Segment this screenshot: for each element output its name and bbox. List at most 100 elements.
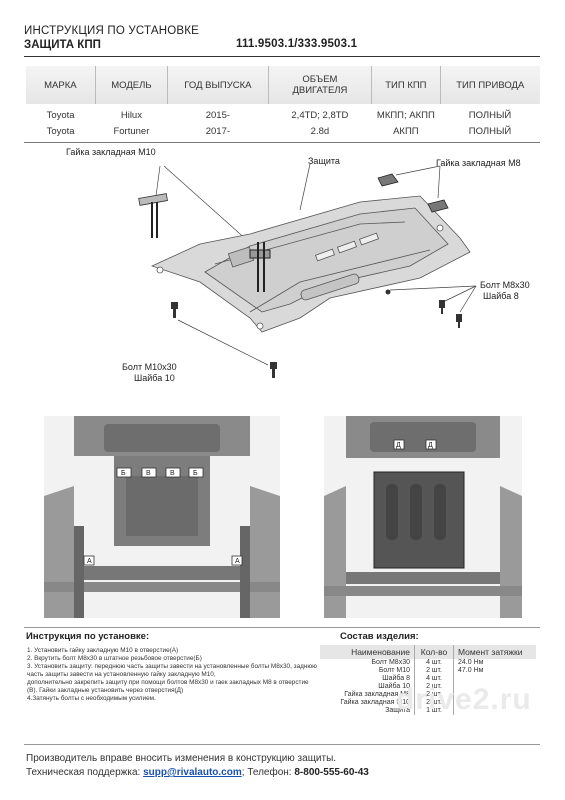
cell-torque: 47.0 Нм — [458, 667, 484, 674]
components-heading: Состав изделия: — [340, 631, 419, 642]
table-row: Гайка закладная М8 2 шт. — [320, 691, 536, 699]
leader-nut-m8-a — [395, 165, 441, 176]
cell-qty: 2 шт. — [414, 683, 454, 691]
col-qty: Кол-во — [414, 645, 454, 659]
cell-make: Toyota — [46, 109, 75, 121]
cell-qty: 2 шт. — [414, 691, 454, 699]
footer-support: Техническая поддержка: supp@rivalauto.co… — [26, 767, 369, 778]
table-row: Болт М10 2 шт. 47.0 Нм — [320, 667, 536, 675]
leader-guard — [299, 163, 311, 211]
instructions-list: 1. Установить гайку закладную М10 в отве… — [27, 647, 317, 703]
col-engine: ОБЪЕМ ДВИГАТЕЛЯ — [268, 66, 373, 104]
cell-gearbox: АКПП — [393, 125, 419, 137]
leader-nut-m10-a — [155, 165, 161, 197]
col-make: МАРКА — [26, 66, 96, 104]
callout-bolt-m10-line2: Шайба 10 — [134, 373, 175, 383]
cell-model: Hilux — [120, 109, 142, 121]
instruction-step: дополнительно закрепить защиту при помощ… — [27, 679, 309, 694]
cell-torque — [454, 675, 537, 683]
callout-bolt-m8-line2: Шайба 8 — [483, 291, 519, 301]
leader-nut-m8-b — [437, 165, 441, 199]
instruction-step: 3. Установить защиту: переднюю часть защ… — [27, 663, 317, 678]
cell-name: Гайка закладная М8 — [344, 691, 410, 698]
marker-d-1: Д — [396, 442, 401, 449]
marker-d-2: Д — [428, 442, 433, 449]
cell-model: Fortuner — [113, 125, 150, 137]
col-drive: ТИП ПРИВОДА — [456, 79, 525, 91]
cell-make: Toyota — [46, 125, 75, 137]
cell-name: Шайба 8 — [382, 675, 410, 682]
bolt-m10-parts — [171, 302, 277, 378]
bottom-divider — [24, 627, 540, 628]
instruction-step: 4.Затянуть болты с необходимым усилием. — [27, 695, 156, 702]
marker-a-2: А — [235, 558, 240, 565]
cell-engine: 2.8d — [310, 125, 330, 137]
support-separator: ; — [241, 767, 245, 778]
callout-bolt-m10-line1: Болт М10х30 — [122, 362, 177, 372]
support-label: Техническая поддержка: — [26, 767, 141, 778]
callout-nut-m8: Гайка закладная М8 — [436, 158, 521, 168]
cell-name: Болт М10 — [378, 667, 410, 674]
cell-qty: 4 шт. — [414, 675, 454, 683]
table-row: Болт М8х30 4 шт. 24.0 Нм — [320, 659, 536, 667]
cell-qty: 2 шт. — [414, 667, 454, 675]
cell-name: Защита — [385, 707, 410, 714]
phone-label: Телефон: — [247, 767, 292, 778]
cell-torque: 24.0 Нм — [458, 659, 484, 666]
leader-bolt-m8-b — [459, 285, 477, 313]
cell-qty: 1 шт. — [414, 707, 454, 715]
col-name: Наименование — [320, 645, 415, 659]
cell-year: 2015- — [205, 109, 231, 121]
instruction-step: 2. Вкрутить болт М8х30 в штатное резьбов… — [27, 655, 202, 662]
callout-bolt-m8-line1: Болт М8х30 — [480, 280, 530, 290]
bolt-m8-parts — [385, 289, 462, 328]
document-title: ИНСТРУКЦИЯ ПО УСТАНОВКЕ — [24, 25, 200, 37]
cell-name: Гайка закладная М10 — [340, 699, 410, 706]
exploded-parts-diagram — [138, 163, 477, 378]
cell-name: Болт М8х30 — [371, 659, 410, 666]
table-row: Шайба 10 2 шт. — [320, 683, 536, 691]
marker-a-1: А — [87, 558, 92, 565]
footer-divider — [24, 744, 540, 745]
skid-plate — [150, 195, 471, 333]
callout-bolt-m8: Болт М8х30 Шайба 8 — [480, 280, 530, 302]
footer-disclaimer: Производитель вправе вносить изменения в… — [26, 753, 337, 764]
cell-engine: 2,4TD; 2,8TD — [291, 109, 349, 121]
cell-drive: ПОЛНЫЙ — [468, 125, 512, 137]
phone-number: 8-800-555-60-43 — [294, 767, 369, 778]
vehicle-table: МАРКА МОДЕЛЬ ГОД ВЫПУСКА ОБЪЕМ ДВИГАТЕЛЯ… — [26, 66, 540, 139]
cell-qty: 4 шт. — [414, 659, 454, 667]
cell-gearbox: МКПП; АКПП — [376, 109, 435, 121]
cell-name: Шайба 10 — [378, 683, 410, 690]
table-row: Toyota Hilux 2015- 2,4TD; 2,8TD МКПП; АК… — [26, 104, 540, 123]
part-code: 111.9503.1/333.9503.1 — [236, 38, 358, 50]
col-gearbox: ТИП КПП — [371, 66, 441, 104]
nut-m10-part — [138, 193, 168, 238]
instructions-heading: Инструкция по установке: — [26, 631, 150, 642]
cell-drive: ПОЛНЫЙ — [468, 109, 512, 121]
table-row: Toyota Fortuner 2017- 2.8d АКПП ПОЛНЫЙ — [26, 123, 540, 139]
header-divider — [24, 56, 540, 57]
callout-guard: Защита — [308, 156, 340, 166]
col-torque: Момент затяжки — [453, 645, 536, 659]
table-row: Защита 1 шт. — [320, 707, 536, 715]
marker-v-1: В — [146, 470, 151, 477]
col-year: ГОД ВЫПУСКА — [167, 66, 269, 104]
leader-bolt-m10 — [177, 319, 269, 366]
leader-bolt-m8-a — [442, 285, 477, 303]
table-row: Шайба 8 4 шт. — [320, 675, 536, 683]
vehicle-table-header: МАРКА МОДЕЛЬ ГОД ВЫПУСКА ОБЪЕМ ДВИГАТЕЛЯ… — [26, 66, 540, 104]
callout-bolt-m10: Болт М10х30 Шайба 10 — [122, 362, 177, 384]
components-table: Наименование Кол-во Момент затяжки Болт … — [320, 645, 536, 715]
nut-m10-part-installed — [249, 242, 271, 292]
support-email-link[interactable]: supp@rivalauto.com — [143, 767, 242, 778]
table-row: Гайка закладная М10 2 шт. — [320, 699, 536, 707]
table-divider — [24, 142, 540, 143]
underbody-photo-after: Д Д — [324, 416, 522, 618]
instruction-step: 1. Установить гайку закладную М10 в отве… — [27, 647, 179, 654]
col-model: МОДЕЛЬ — [95, 66, 169, 104]
underbody-photo-before: Б В В Б А А — [44, 416, 280, 618]
cell-qty: 2 шт. — [414, 699, 454, 707]
marker-v-2: В — [170, 470, 175, 477]
document-subtitle: ЗАЩИТА КПП — [24, 39, 101, 51]
